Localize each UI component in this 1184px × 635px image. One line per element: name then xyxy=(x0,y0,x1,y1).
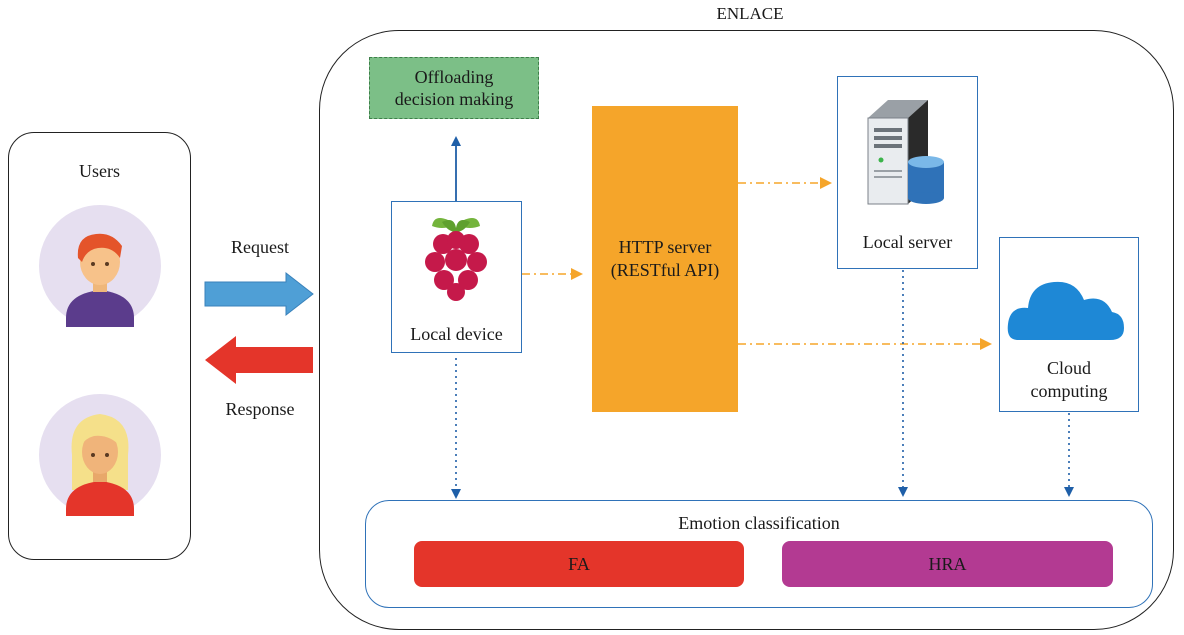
offloading-label: Offloading decision making xyxy=(394,66,514,110)
http-server-sublabel: (RESTful API) xyxy=(610,260,720,280)
local-server-label: Local server xyxy=(862,232,953,252)
http-server-box: HTTP server (RESTful API) xyxy=(592,106,738,412)
users-panel xyxy=(8,132,191,560)
fa-label: FA xyxy=(568,553,590,574)
request-label: Request xyxy=(231,237,289,257)
cloud-label-line1: Cloud xyxy=(1046,358,1091,378)
fa-module: FA xyxy=(414,541,744,587)
female-user-avatar-icon xyxy=(39,394,161,516)
emotion-classification-title: Emotion classification xyxy=(678,513,840,533)
server-icon xyxy=(867,100,944,205)
enlace-title: ENLACE xyxy=(716,4,784,23)
raspberry-pi-icon xyxy=(425,218,487,301)
local-device-label: Local device xyxy=(410,324,503,344)
cloud-label-line2: computing xyxy=(1030,380,1108,401)
request-arrow xyxy=(204,271,314,317)
enlace-panel xyxy=(319,30,1174,630)
hra-module: HRA xyxy=(782,541,1113,587)
http-server-label: HTTP server xyxy=(618,236,712,257)
cloud-icon xyxy=(1007,281,1124,340)
response-label: Response xyxy=(225,399,295,419)
emotion-classification-box xyxy=(365,500,1153,608)
male-user-avatar-icon xyxy=(39,205,161,327)
offloading-box: Offloading decision making xyxy=(369,57,539,119)
users-title: Users xyxy=(79,161,120,181)
hra-label: HRA xyxy=(928,553,967,574)
response-arrow xyxy=(205,336,313,384)
